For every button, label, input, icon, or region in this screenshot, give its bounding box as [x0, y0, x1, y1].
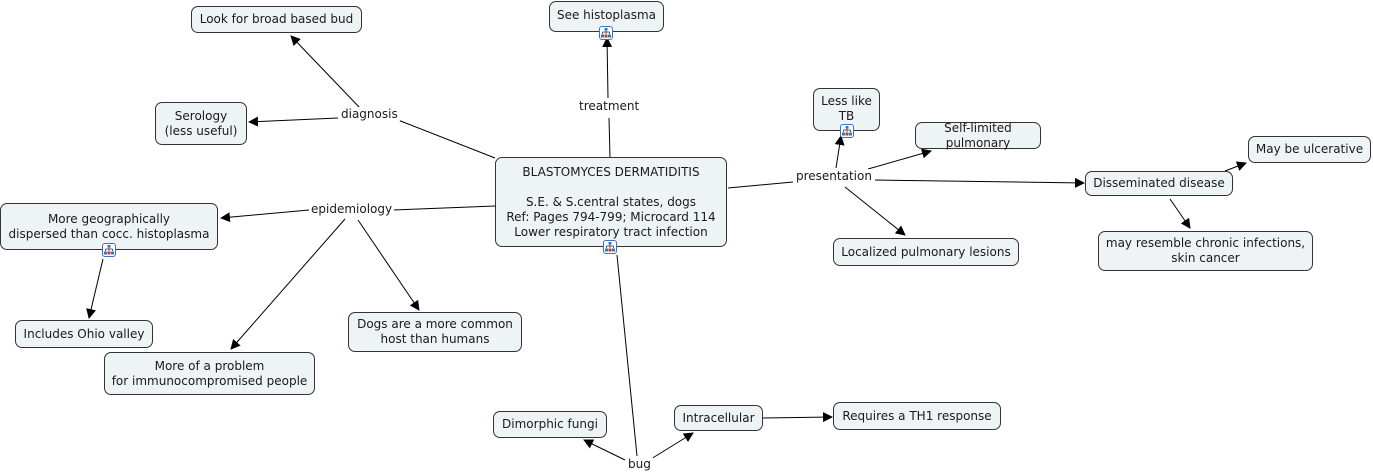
edge-epidemiology-geographic	[220, 209, 310, 223]
concept-ohio[interactable]: Includes Ohio valley	[15, 320, 153, 348]
edge-central-treatment	[608, 117, 611, 158]
edge-disseminated-resemble	[1169, 198, 1191, 229]
edge-diagnosis-broad-bud	[290, 35, 361, 109]
edge-bug-dimorphic	[583, 439, 626, 461]
link-diagnosis[interactable]: diagnosis	[339, 107, 400, 121]
link-presentation[interactable]: presentation	[794, 169, 874, 183]
edge-presentation-self-limited	[867, 148, 932, 170]
concept-dogs[interactable]: Dogs are a more common host than humans	[348, 312, 522, 352]
central-concept[interactable]: BLASTOMYCES DERMATIDITIS S.E. & S.centra…	[495, 157, 727, 247]
edge-intracellular-th1	[762, 412, 833, 423]
concept-self-limited[interactable]: Self-limited pulmonary	[915, 121, 1041, 150]
edge-central-presentation	[727, 181, 794, 189]
edge-diagnosis-serology	[248, 116, 339, 127]
link-treatment[interactable]: treatment	[577, 99, 642, 113]
central-concept-title: BLASTOMYCES DERMATIDITIS	[522, 164, 700, 179]
concept-intracellular[interactable]: Intracellular	[674, 405, 763, 431]
edge-disseminated-ulcerative	[1224, 161, 1247, 172]
edge-central-diagnosis	[397, 119, 496, 159]
concept-less-like-tb[interactable]: Less like TB	[813, 88, 880, 131]
link-bug[interactable]: bug	[626, 457, 653, 471]
concept-ulcerative[interactable]: May be ulcerative	[1248, 136, 1371, 163]
concept-resemble[interactable]: may resemble chronic infections, skin ca…	[1098, 231, 1313, 271]
concept-localized[interactable]: Localized pulmonary lesions	[833, 238, 1019, 266]
edge-epidemiology-dogs	[357, 219, 420, 311]
concept-disseminated[interactable]: Disseminated disease	[1085, 171, 1233, 196]
concept-th1[interactable]: Requires a TH1 response	[833, 402, 1001, 430]
edge-bug-intracellular	[650, 432, 694, 460]
link-epidemiology[interactable]: epidemiology	[309, 202, 395, 216]
concept-immuno[interactable]: More of a problem for immunocompromised …	[104, 352, 315, 395]
concept-geographic[interactable]: More geographically dispersed than cocc.…	[0, 203, 218, 250]
edge-presentation-localized	[844, 186, 906, 236]
central-concept-details: S.E. & S.central states, dogs Ref: Pages…	[506, 194, 716, 239]
edge-central-bug	[616, 254, 638, 457]
edge-central-epidemiology	[392, 205, 496, 211]
concept-serology[interactable]: Serology (less useful)	[155, 102, 247, 145]
edge-epidemiology-immuno	[230, 218, 346, 350]
see-histoplasma-resource-icon[interactable]	[599, 26, 613, 40]
edge-geographic-ohio	[86, 258, 104, 319]
edge-presentation-tb	[834, 135, 845, 169]
concept-dimorphic[interactable]: Dimorphic fungi	[493, 411, 607, 438]
geographic-resource-icon[interactable]	[102, 243, 116, 257]
concept-broad-bud[interactable]: Look for broad based bud	[191, 6, 362, 33]
less-like-tb-resource-icon[interactable]	[840, 124, 854, 138]
central-resource-icon[interactable]	[603, 240, 617, 254]
edge-treatment-histoplasma	[602, 37, 613, 99]
edge-presentation-disseminated	[874, 177, 1085, 188]
